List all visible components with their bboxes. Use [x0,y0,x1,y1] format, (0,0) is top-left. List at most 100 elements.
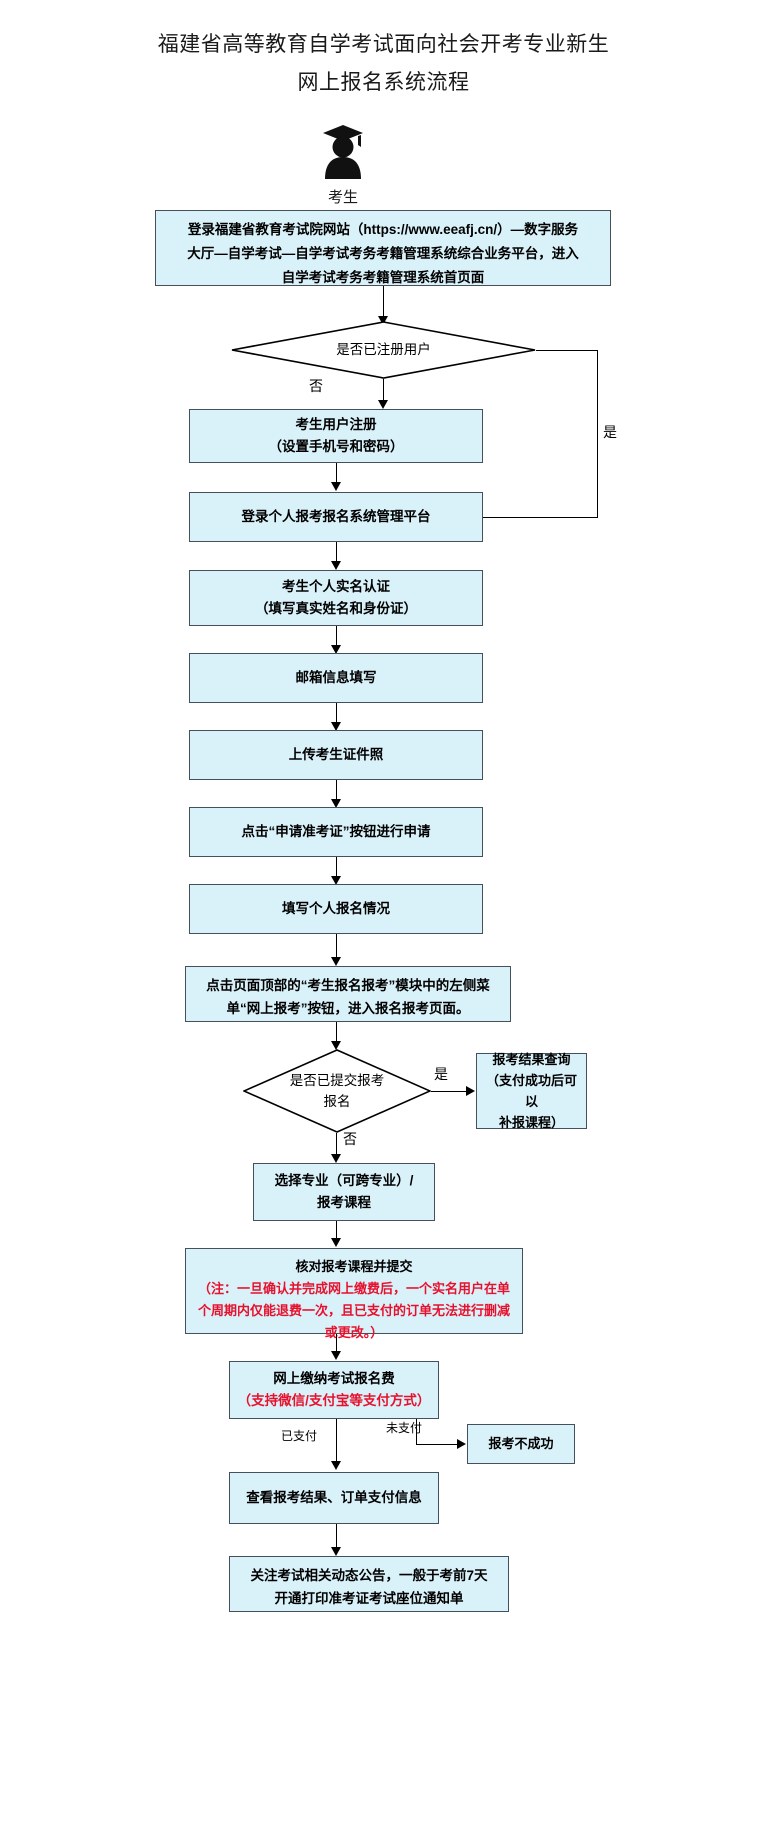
node-apply-exam-card-line-1: 点击“申请准考证”按钮进行申请 [241,824,431,839]
node-online-payment[interactable]: 网上缴纳考试报名费 （支持微信/支付宝等支付方式） [229,1361,439,1419]
arrow-apply-to-fillinfo [330,876,341,885]
node-realname-auth[interactable]: 考生个人实名认证 （填写真实姓名和身份证） [189,570,483,626]
node-login-platform-line-1: 登录个人报考报名系统管理平台 [241,509,431,524]
page-title-line-2: 网上报名系统流程 [297,71,470,94]
node-view-result[interactable]: 查看报考结果、订单支付信息 [229,1472,439,1524]
node-login-site-line-2: 大厅—自学考试—自学考试考务考籍管理系统综合业务平台，进入 [187,246,579,261]
node-verify-and-submit-note-line-2: 个周期内仅能退费一次，且已支付的订单无法进行删减 [197,1303,510,1318]
node-choose-major-line-1: 选择专业（可跨专业）/ [274,1173,414,1188]
arrow-realname-to-email [330,645,341,654]
connector-platform-to-realname [336,542,337,564]
node-realname-auth-line-2: （填写真实姓名和身份证） [255,601,417,616]
arrow-decision2-no [330,1154,341,1163]
connector-decision1-no [383,379,384,403]
node-upload-photo[interactable]: 上传考生证件照 [189,730,483,780]
arrow-enterpage-to-decision2 [330,1041,341,1050]
connector-paid-vertical [336,1419,337,1464]
connector-login-to-decision1 [383,286,384,318]
decision-is-registered-label: 是否已注册用户 [336,342,431,357]
arrow-platform-to-realname [330,561,341,570]
node-enter-registration-page[interactable]: 点击页面顶部的“考生报名报考”模块中的左侧菜 单“网上报考”按钮，进入报名报考页… [185,966,511,1022]
node-login-site-line-1: 登录福建省教育考试院网站（https://www.eeafj.cn/）—数字服务 [187,222,579,237]
graduate-student-icon [311,121,375,185]
decision-is-registered[interactable]: 是否已注册用户 [231,321,536,379]
connector-unpaid-horizontal [416,1444,458,1445]
connector-decision1-yes-horizontal [536,350,598,351]
arrow-login-to-decision1 [377,316,388,325]
node-verify-and-submit-note-line-1: （注：一旦确认并完成网上缴费后，一个实名用户在单 [197,1281,510,1296]
node-enter-registration-page-line-1: 点击页面顶部的“考生报名报考”模块中的左侧菜 [206,978,490,993]
node-verify-and-submit-title: 核对报考课程并提交 [295,1259,413,1274]
edge-label-paid: 已支付 [281,1429,318,1443]
connector-realname-to-email [336,626,337,648]
edge-label-decision1-no: 否 [309,378,323,394]
connector-decision1-yes-return [483,517,598,518]
node-fill-registration-info[interactable]: 填写个人报名情况 [189,884,483,934]
node-result-query-line-2-suffix: 可以 [524,1073,578,1109]
node-user-register-line-1: 考生用户注册 [295,417,377,432]
node-choose-major[interactable]: 选择专业（可跨专业）/ 报考课程 [253,1163,435,1221]
connector-decision1-yes-vertical [597,350,598,517]
node-enter-registration-page-line-2: 单“网上报考”按钮，进入报名报考页面。 [226,1001,470,1016]
arrow-photo-to-apply [330,799,341,808]
connector-viewresult-to-notice [336,1524,337,1550]
arrow-verify-to-pay [330,1351,341,1360]
arrow-major-to-verify [330,1238,341,1247]
edge-label-unpaid: 未支付 [386,1421,423,1435]
connector-major-to-verify [336,1221,337,1241]
node-exam-notice-line-2: 开通打印准考证考试座位通知单 [274,1591,464,1606]
page-title-line-1: 福建省高等教育自学考试面向社会开考专业新生 [157,33,610,56]
node-exam-notice-line-1: 关注考试相关动态公告，一般于考前7天 [250,1568,488,1583]
node-result-query-highlight: 支付成功后 [498,1073,564,1088]
node-user-register-line-2: （设置手机号和密码） [268,439,404,454]
node-fill-registration-info-line-1: 填写个人报名情况 [282,901,390,916]
node-exam-notice[interactable]: 关注考试相关动态公告，一般于考前7天 开通打印准考证考试座位通知单 [229,1556,509,1612]
decision-already-submitted-line-1: 是否已提交报考 [289,1073,385,1088]
connector-photo-to-apply [336,780,337,802]
page-title: 福建省高等教育自学考试面向社会开考专业新生 网上报名系统流程 [0,26,767,102]
decision-already-submitted[interactable]: 是否已提交报考 报名 [243,1049,431,1133]
node-email-info-line-1: 邮箱信息填写 [295,670,377,685]
edge-label-decision1-yes: 是 [603,424,617,440]
node-view-result-line-1: 查看报考结果、订单支付信息 [246,1490,422,1505]
connector-unpaid-vertical [416,1419,417,1445]
node-online-payment-line-1: 网上缴纳考试报名费 [273,1371,395,1386]
connector-verify-to-pay [336,1334,337,1354]
node-result-query[interactable]: 报考结果查询 （支付成功后可以 补报课程） [476,1052,587,1130]
node-result-query-line-1: 报考结果查询 [492,1052,571,1067]
node-user-register[interactable]: 考生用户注册 （设置手机号和密码） [189,409,483,463]
arrow-viewresult-to-notice [330,1547,341,1556]
node-apply-exam-card[interactable]: 点击“申请准考证”按钮进行申请 [189,807,483,857]
connector-fillinfo-to-enterpage [336,934,337,960]
edge-label-decision2-yes: 是 [434,1066,448,1082]
connector-email-to-photo [336,703,337,725]
node-login-site[interactable]: 登录福建省教育考试院网站（https://www.eeafj.cn/）—数字服务… [155,210,611,286]
arrow-fillinfo-to-enterpage [330,957,341,966]
edge-label-decision2-no: 否 [343,1131,357,1147]
arrow-decision1-no [377,400,388,409]
connector-apply-to-fillinfo [336,857,337,879]
decision-already-submitted-line-2: 报名 [323,1094,351,1109]
node-email-info[interactable]: 邮箱信息填写 [189,653,483,703]
connector-decision2-no [336,1133,337,1157]
node-upload-photo-line-1: 上传考生证件照 [288,747,384,762]
connector-enterpage-to-decision2 [336,1022,337,1044]
connector-decision2-yes [431,1091,467,1092]
node-result-query-line-2: （支付成功后可以 [483,1070,580,1112]
node-registration-failed-line-1: 报考不成功 [488,1436,554,1451]
actor-label: 考生 [327,189,358,206]
node-verify-and-submit[interactable]: 核对报考课程并提交 （注：一旦确认并完成网上缴费后，一个实名用户在单 个周期内仅… [185,1248,523,1340]
node-online-payment-line-2: （支持微信/支付宝等支付方式） [237,1393,431,1408]
node-result-query-line-3: 补报课程） [498,1115,564,1130]
arrow-register-to-platform [330,482,341,491]
node-choose-major-line-2: 报考课程 [317,1195,371,1210]
node-verify-and-submit-note-line-3: 或更改。） [324,1325,384,1340]
node-realname-auth-line-1: 考生个人实名认证 [282,579,390,594]
node-login-platform[interactable]: 登录个人报考报名系统管理平台 [189,492,483,542]
arrow-decision2-yes [466,1085,475,1096]
arrow-email-to-photo [330,722,341,731]
arrow-paid-to-view-result [330,1461,341,1470]
arrow-unpaid-to-failed [457,1438,466,1449]
node-registration-failed[interactable]: 报考不成功 [467,1424,575,1464]
